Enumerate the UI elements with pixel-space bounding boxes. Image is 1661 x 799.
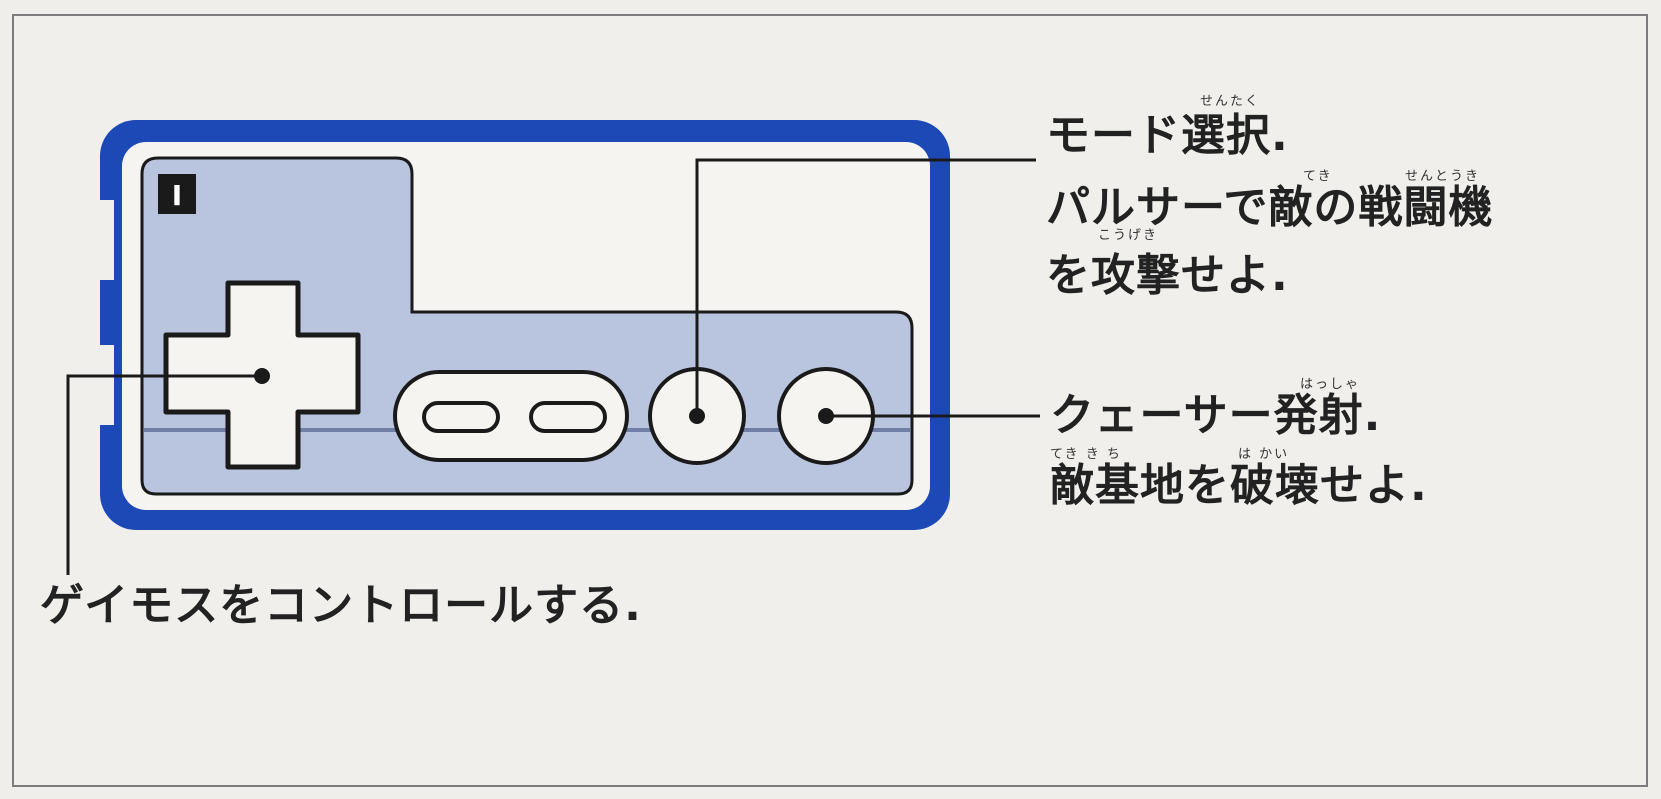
controller-notch-bottom: [92, 345, 114, 425]
mode-select-line3: を攻撃せよ.: [1046, 250, 1289, 301]
ruby-hassha: はっしゃ: [1300, 377, 1361, 392]
leader-dot-dpad: [254, 368, 270, 384]
ruby-sentaku: せんたく: [1200, 94, 1261, 109]
quasar-line1: クェーサー発射.: [1050, 390, 1382, 441]
select-start-housing: [393, 370, 629, 462]
leader-line-dpad: [66, 374, 262, 575]
player-badge-label: I: [172, 179, 182, 212]
ruby-teki: てき: [1303, 169, 1333, 184]
select-button[interactable]: [422, 401, 500, 433]
dpad-label: ゲイモスをコントロールする.: [40, 580, 642, 631]
mode-select-line1: モード選択.: [1046, 110, 1289, 161]
leader-lines: [66, 158, 1040, 575]
mode-select-line2: パルサーで敵の戦闘機: [1046, 182, 1494, 233]
quasar-line2: 敵基地を破壊せよ.: [1050, 460, 1428, 511]
ruby-kougeki: こうげき: [1098, 228, 1159, 243]
leader-dot-b: [689, 408, 705, 424]
ruby-tekikichi: てき き ち: [1050, 447, 1122, 462]
leader-dot-a: [818, 408, 834, 424]
leader-line-mode-select: [695, 158, 1036, 416]
ruby-hakai: は かい: [1238, 447, 1290, 462]
start-button[interactable]: [529, 401, 607, 433]
ruby-sentouki: せんとうき: [1405, 169, 1481, 184]
player-badge: [158, 174, 196, 214]
controller-notch-top: [92, 200, 114, 280]
